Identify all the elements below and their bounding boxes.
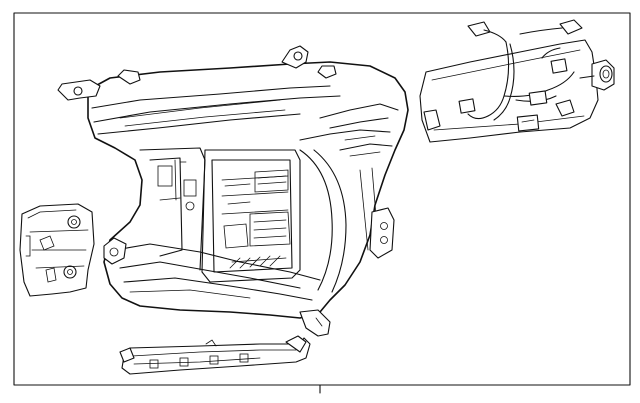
wiring-harness bbox=[419, 19, 615, 143]
headlamp-assembly bbox=[57, 45, 409, 337]
lower-trim-strip bbox=[119, 335, 311, 375]
mounting-bracket bbox=[19, 203, 95, 297]
diagram-frame bbox=[13, 12, 631, 386]
